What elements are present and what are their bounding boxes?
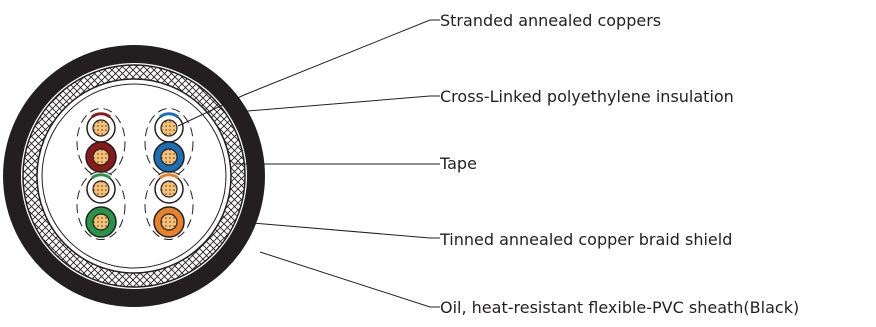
copper-conductor: [92, 148, 110, 166]
callout-conductor-label: Stranded annealed coppers: [440, 11, 662, 30]
pair-twist-outline: [144, 171, 194, 240]
leader-line-conductor: [177, 19, 440, 127]
color-stripe: [159, 173, 179, 180]
copper-conductor: [92, 180, 110, 198]
copper-conductor: [160, 213, 178, 231]
leader-line-sheath: [259, 251, 440, 308]
pair-twist-outline: [76, 171, 126, 240]
color-stripe: [91, 173, 111, 180]
copper-conductor: [92, 119, 110, 137]
callout-braid-shield-label: Tinned annealed copper braid shield: [440, 230, 733, 249]
leader-lines: [177, 19, 440, 308]
color-stripe: [159, 112, 179, 119]
callout-tape-label: Tape: [440, 154, 477, 173]
callout-sheath-label: Oil, heat-resistant flexible-PVC sheath(…: [440, 298, 800, 317]
copper-conductor: [92, 213, 110, 231]
leader-line-insulation: [235, 95, 440, 113]
conductors: [85, 112, 185, 238]
copper-conductor: [160, 119, 178, 137]
copper-conductor: [160, 180, 178, 198]
copper-conductor: [160, 148, 178, 166]
color-stripe: [91, 112, 111, 119]
leader-line-braid-shield: [240, 221, 440, 239]
tape-inner-line: [41, 83, 227, 269]
callout-insulation-label: Cross-Linked polyethylene insulation: [440, 87, 734, 106]
